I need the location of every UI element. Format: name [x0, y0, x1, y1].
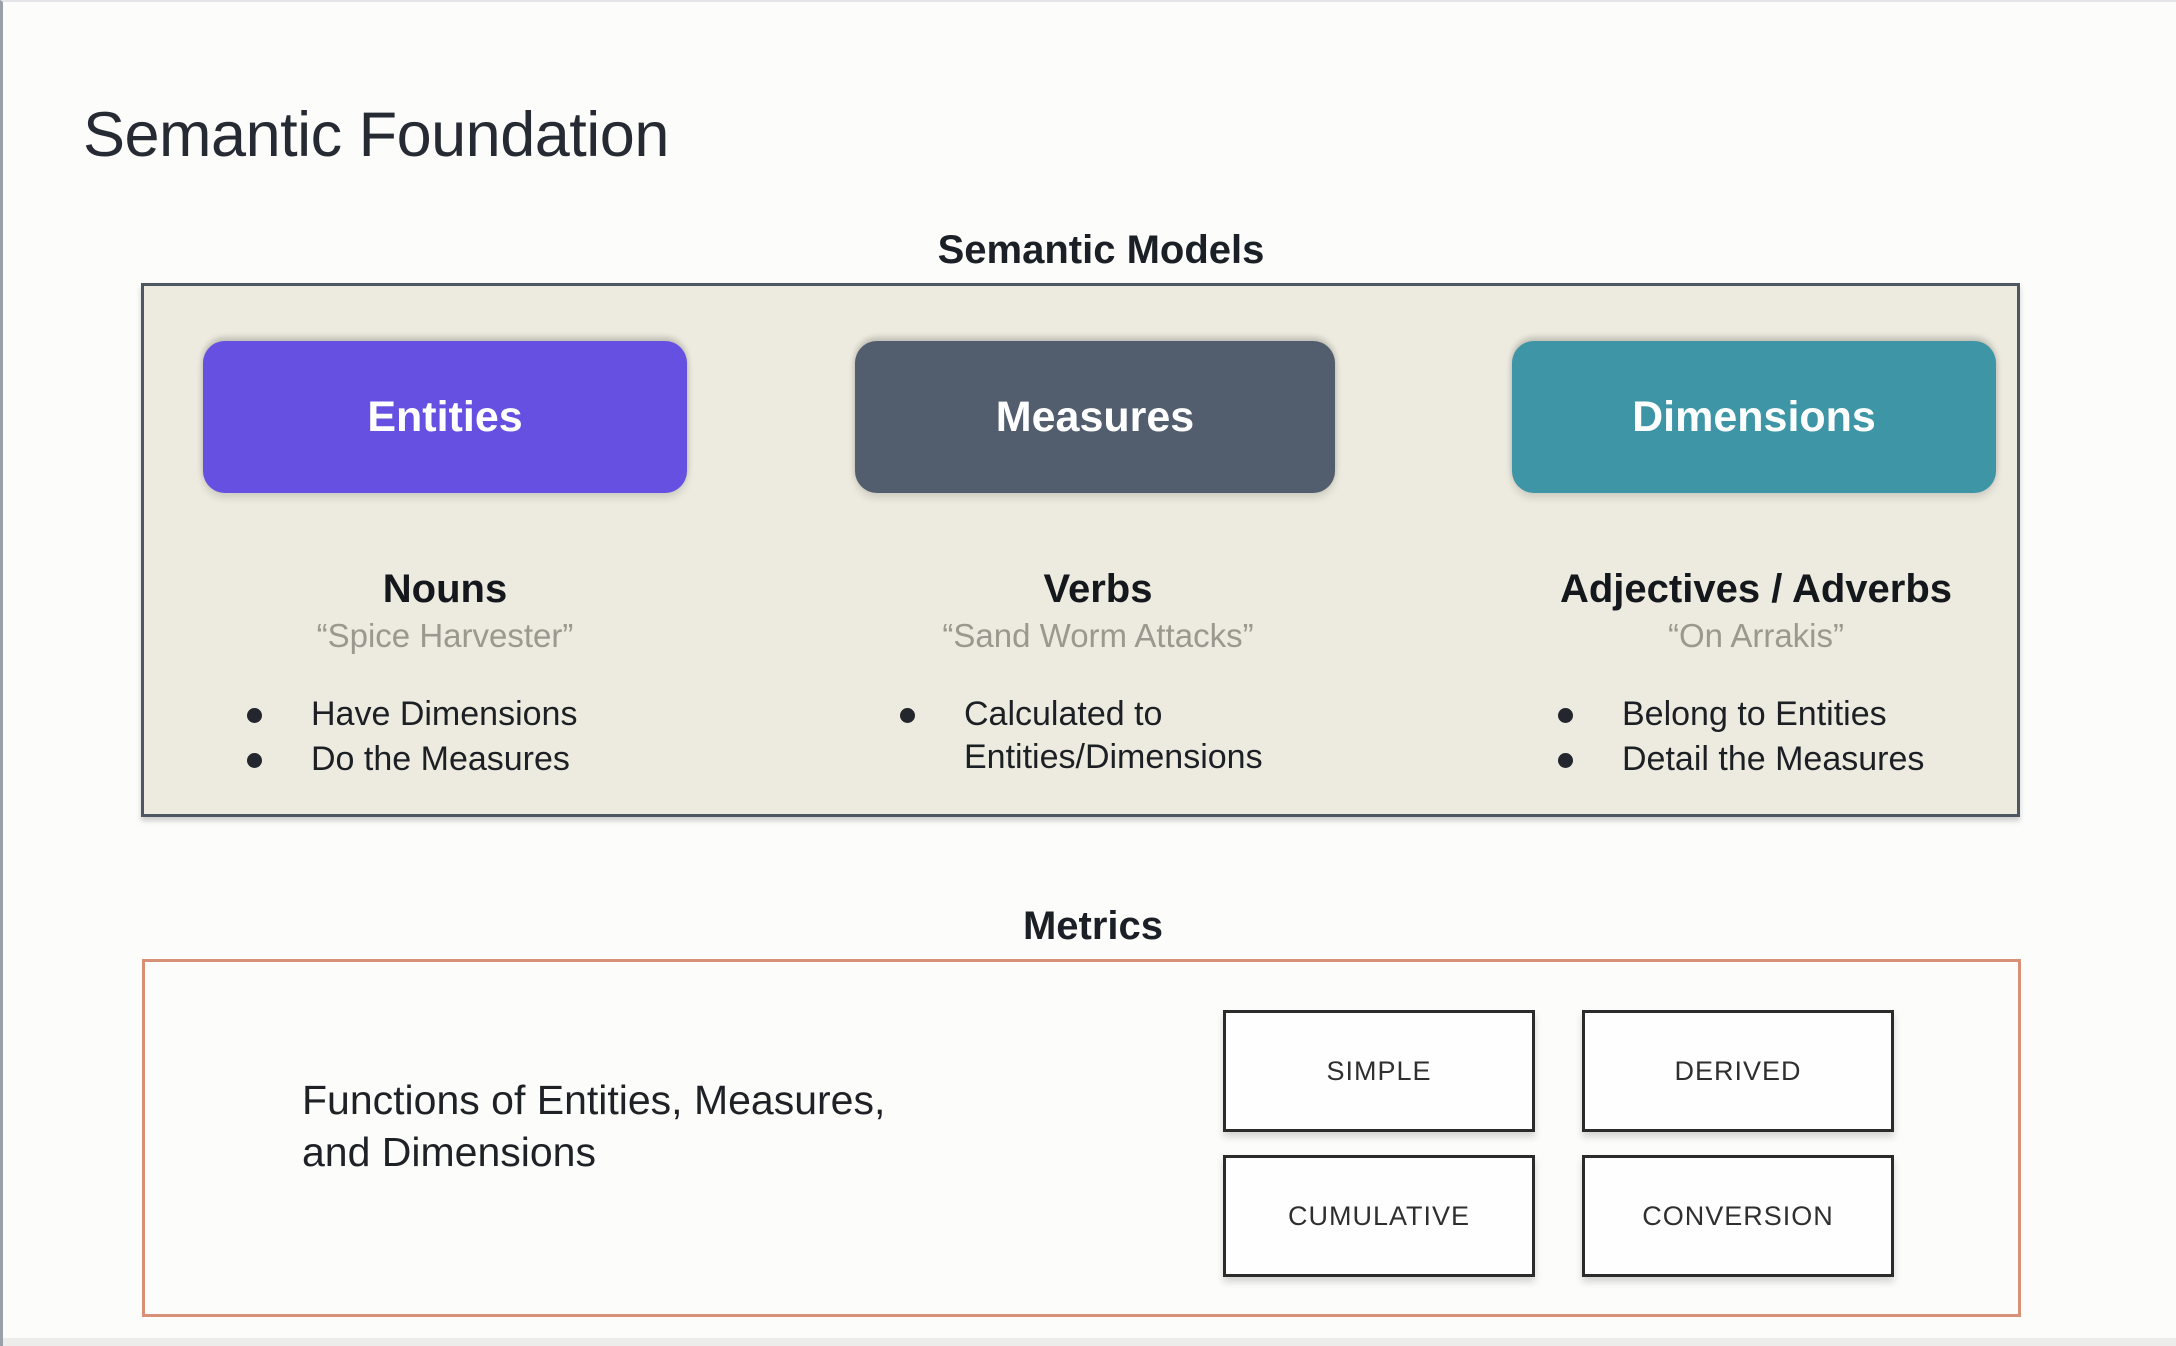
page-title: Semantic Foundation [83, 100, 669, 171]
entities-button: Entities [203, 341, 687, 493]
dimensions-bullet-list: Belong to Entities Detail the Measures [1546, 693, 2006, 780]
dimensions-word-type: Adjectives / Adverbs [1559, 567, 1952, 611]
list-item: Belong to Entities [1546, 693, 2006, 736]
metrics-panel: Functions of Entities, Measures, and Dim… [142, 959, 2021, 1317]
metrics-description-line2: and Dimensions [302, 1129, 596, 1176]
entities-bullet-list: Have Dimensions Do the Measures [235, 693, 695, 780]
entities-column: Nouns “Spice Harvester” Have Dimensions … [195, 567, 695, 782]
list-item: Detail the Measures [1546, 738, 2006, 781]
metrics-description-line1: Functions of Entities, Measures, [302, 1077, 886, 1123]
measures-button: Measures [855, 341, 1335, 493]
metric-type-grid: SIMPLE DERIVED CUMULATIVE CONVERSION [1223, 1010, 1894, 1277]
list-item: Have Dimensions [235, 693, 695, 736]
entities-example: “Spice Harvester” [316, 617, 574, 654]
semantic-models-heading: Semantic Models [937, 228, 1265, 272]
window-bottom-edge [3, 1338, 2176, 1346]
list-item: Calculated to Entities/Dimensions [888, 693, 1348, 778]
metric-box-derived: DERIVED [1582, 1010, 1894, 1132]
metrics-heading: Metrics [1022, 904, 1164, 948]
measures-bullet-list: Calculated to Entities/Dimensions [888, 693, 1348, 778]
measures-example: “Sand Worm Attacks” [942, 617, 1254, 654]
entities-word-type: Nouns [382, 567, 508, 611]
dimensions-column: Adjectives / Adverbs “On Arrakis” Belong… [1506, 567, 2006, 782]
dimensions-button: Dimensions [1512, 341, 1996, 493]
semantic-models-panel: Entities Measures Dimensions Nouns “Spic… [141, 283, 2020, 817]
list-item: Do the Measures [235, 738, 695, 781]
metric-box-simple: SIMPLE [1223, 1010, 1535, 1132]
metric-box-conversion: CONVERSION [1582, 1155, 1894, 1277]
metric-box-cumulative: CUMULATIVE [1223, 1155, 1535, 1277]
metrics-description: Functions of Entities, Measures, and Dim… [302, 1074, 885, 1179]
measures-column: Verbs “Sand Worm Attacks” Calculated to … [848, 567, 1348, 780]
dimensions-example: “On Arrakis” [1667, 617, 1845, 654]
measures-word-type: Verbs [1043, 567, 1153, 611]
